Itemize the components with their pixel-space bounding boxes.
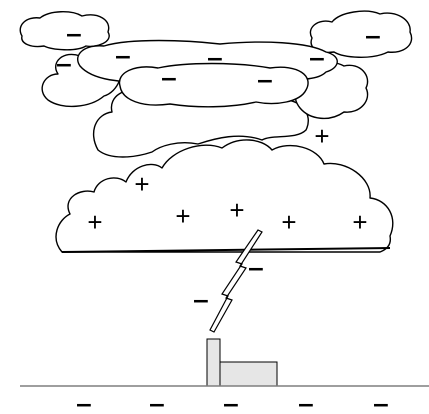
upper-negative-charge: − bbox=[256, 69, 274, 94]
cloud-positive-charge: + bbox=[229, 195, 244, 225]
upper-negative-charge: − bbox=[114, 45, 132, 70]
lower-cloud bbox=[55, 139, 394, 253]
upper-negative-charge: − bbox=[160, 67, 178, 92]
ground-negative-charge: − bbox=[297, 393, 315, 414]
building-body bbox=[219, 361, 278, 387]
lightning-bolt bbox=[209, 229, 263, 333]
cloud-positive-charge: + bbox=[281, 207, 296, 237]
upper-negative-charge: − bbox=[206, 47, 224, 72]
upper-negative-charge: − bbox=[65, 23, 83, 48]
cloud-positive-charge: + bbox=[352, 207, 367, 237]
upper-negative-charge: − bbox=[308, 47, 326, 72]
ground-negative-charge: − bbox=[372, 393, 390, 414]
cloud-base-line bbox=[61, 247, 391, 253]
building-tower bbox=[206, 338, 221, 387]
anvil-bulge bbox=[118, 62, 309, 108]
upper-negative-charge: − bbox=[364, 25, 382, 50]
cloud-positive-charge: + bbox=[314, 121, 329, 151]
cloud-positive-charge: + bbox=[134, 169, 149, 199]
anvil-right-cloud bbox=[309, 10, 413, 58]
lightning-negative-charge: − bbox=[247, 257, 265, 282]
ground-negative-charge: − bbox=[148, 393, 166, 414]
cloud-positive-charge: + bbox=[87, 207, 102, 237]
ground-negative-charge: − bbox=[75, 393, 93, 414]
ground-negative-charge: − bbox=[222, 393, 240, 414]
cloud-positive-charge: + bbox=[175, 201, 190, 231]
anvil-left-cloud bbox=[19, 11, 110, 51]
lightning-negative-charge: − bbox=[192, 289, 210, 314]
upper-negative-charge: − bbox=[55, 53, 73, 78]
